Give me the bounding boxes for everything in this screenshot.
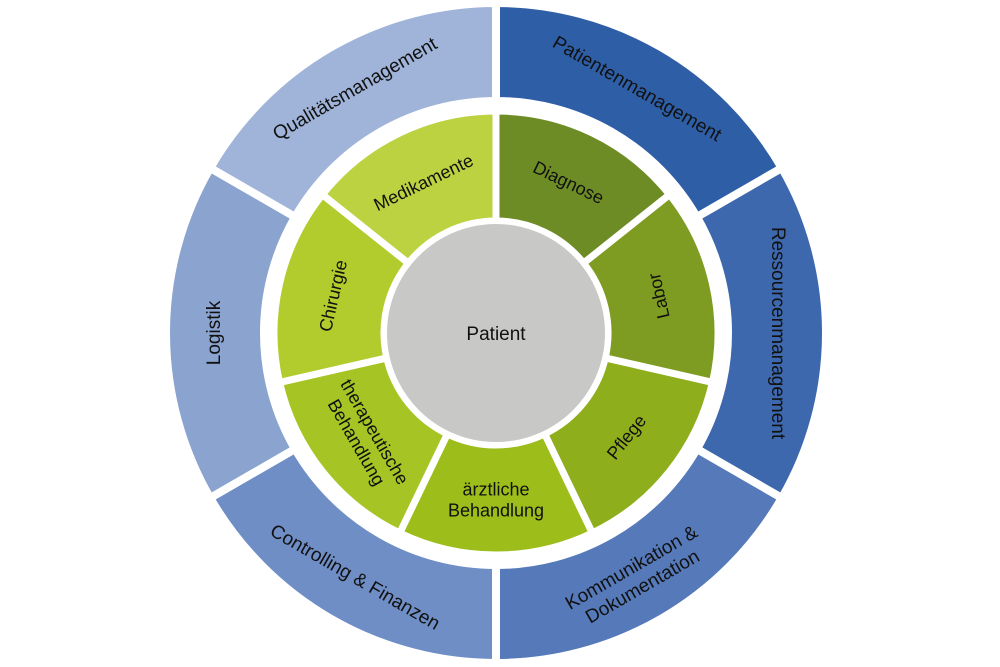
outer-segment-kommunikation <box>492 443 788 667</box>
outer-segment-controlling <box>204 443 500 667</box>
center-circle <box>381 218 611 448</box>
center-label: Patient <box>466 324 526 345</box>
outer-label-ressourcenmanagement: Ressourcenmanagement <box>767 227 788 440</box>
outer-segment-logistik <box>162 162 301 504</box>
outer-label-logistik: Logistik <box>204 300 225 365</box>
